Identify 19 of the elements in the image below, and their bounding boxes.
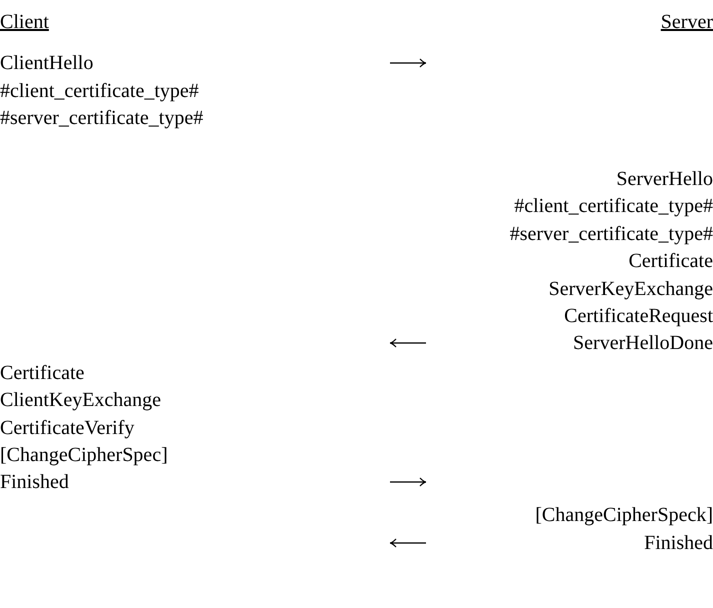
message-label: Certificate [0, 361, 84, 386]
message-label: #client_certificate_type# [514, 194, 713, 219]
message-label: ServerKeyExchange [548, 277, 713, 302]
message-label: ServerHello [616, 167, 713, 192]
message-label: #server_certificate_type# [510, 222, 713, 247]
party-heading: Server [660, 10, 713, 35]
message-label: #client_certificate_type# [0, 79, 199, 104]
message-label: #server_certificate_type# [0, 106, 204, 131]
message-label: Finished [0, 470, 69, 495]
message-label: CertificateRequest [564, 304, 713, 329]
party-heading: Client [0, 10, 49, 35]
message-label: [ChangeCipherSpec] [0, 443, 168, 468]
message-label: ServerHelloDone [573, 331, 713, 356]
message-label: Certificate [628, 249, 713, 274]
message-label: ClientHello [0, 51, 94, 76]
message-label: [ChangeCipherSpeck] [535, 503, 713, 528]
message-label: Finished [644, 531, 713, 556]
message-label: CertificateVerify [0, 416, 134, 441]
message-label: ClientKeyExchange [0, 388, 162, 413]
